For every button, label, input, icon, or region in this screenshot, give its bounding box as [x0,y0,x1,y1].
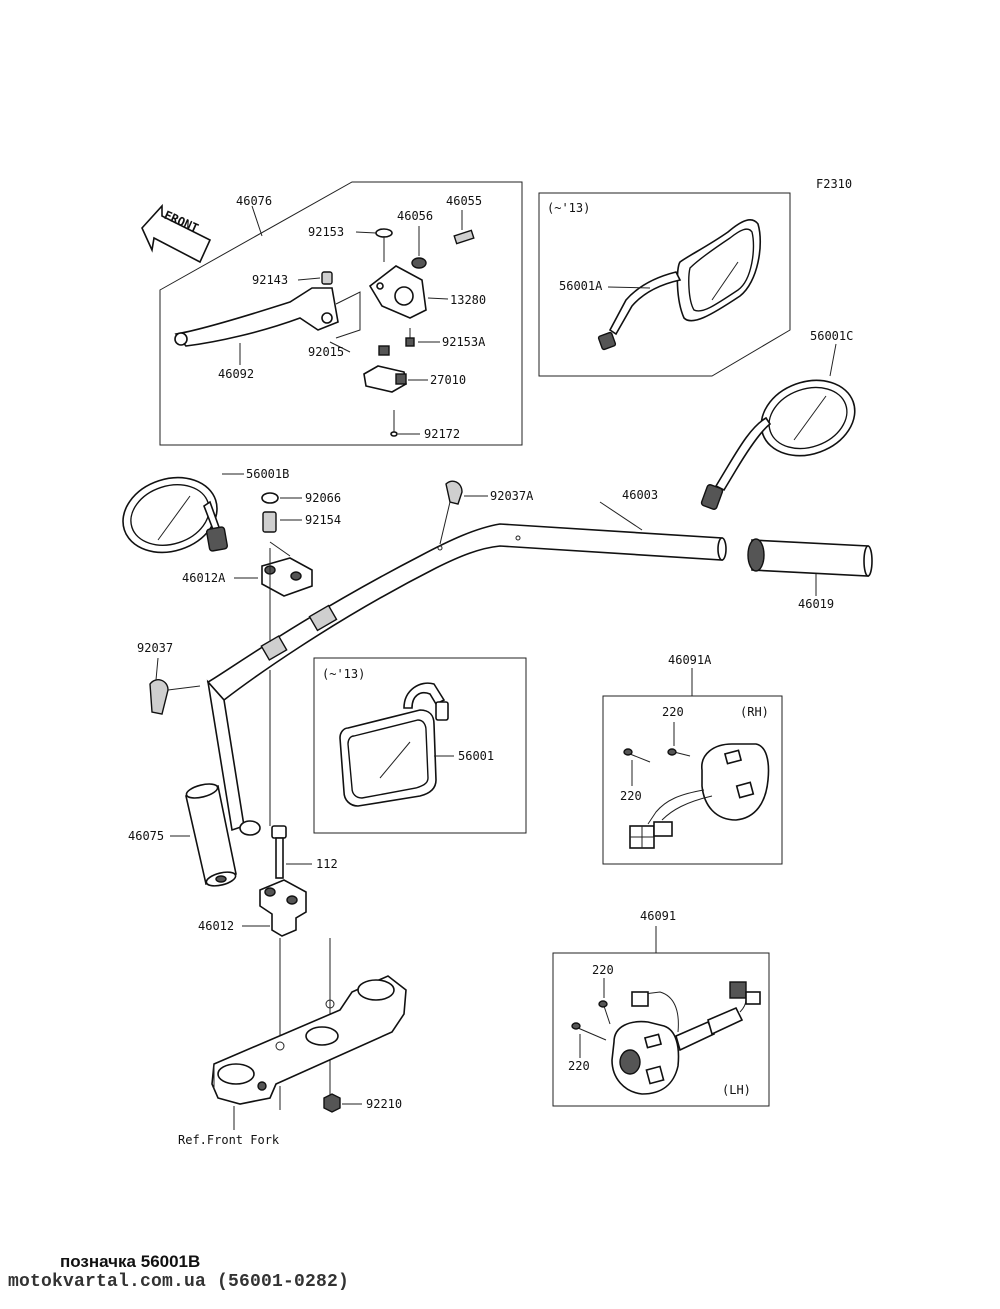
label-220-lh-side: 220 [568,1059,590,1073]
triple-clamp [211,975,407,1105]
label-92037A: 92037A [490,489,534,503]
clutch-lever [174,287,339,347]
label-92210: 92210 [366,1097,402,1111]
mirror-56001 [339,682,449,807]
adjuster-46055 [453,210,475,245]
clutch-assembly-box [159,181,523,446]
switch-lh-box [552,952,770,1107]
label-56001: 56001 [458,749,494,763]
label-56001A: 56001A [559,279,603,293]
label-46056: 46056 [397,209,433,223]
label-92154: 92154 [305,513,341,527]
label-46019: 46019 [798,597,834,611]
label-112: 112 [316,857,338,871]
switch-27010 [363,365,407,393]
label-92143: 92143 [252,273,288,287]
label-46092: 46092 [218,367,254,381]
screw-92153A [405,328,415,347]
front-arrow-icon: FRONT [141,203,212,264]
label-46012A: 46012A [182,571,226,585]
holder-46012A [261,557,313,597]
washer-46056 [411,257,427,269]
ref-front-fork: Ref.Front Fork [178,1133,280,1147]
label-92172: 92172 [424,427,460,441]
caption: позначка 56001B [60,1252,201,1271]
mirror-56001B [122,476,228,554]
screw-92172 [390,410,398,437]
clamp-92037A [439,480,463,545]
holder-46012 [259,879,307,937]
cap-92066 [261,492,279,504]
label-92015: 92015 [308,345,344,359]
label-46076: 46076 [236,194,272,208]
label-46091: 46091 [640,909,676,923]
label-27010: 27010 [430,373,466,387]
collar-92143 [321,271,333,285]
screw-220-rh-1 [667,748,691,757]
mirror-56001-box [313,657,527,834]
label-92153A: 92153A [442,335,486,349]
mirror-56001A-note: (~'13) [547,201,590,215]
handlebar-46003 [206,523,727,836]
bolt-92154 [262,511,277,533]
switch-46091A [629,743,770,849]
label-46055: 46055 [446,194,482,208]
lever-holder-13280 [368,265,427,319]
nut-92210 [323,1093,341,1113]
bolt-92153 [375,228,393,262]
label-92037: 92037 [137,641,173,655]
label-220-rh-side: 220 [620,789,642,803]
label-220-rh-top: 220 [662,705,684,719]
switch-rh-note: (RH) [740,705,769,719]
label-46091A: 46091A [668,653,712,667]
screw-220-lh-2 [571,1022,607,1041]
mirror-56001A-box [538,192,791,377]
mirror-56001-note: (~'13) [322,667,365,681]
nut-92015 [378,345,390,356]
label-56001B: 56001B [246,467,289,481]
label-13280: 13280 [450,293,486,307]
label-92066: 92066 [305,491,341,505]
label-46003: 46003 [622,488,658,502]
switch-46091 [611,981,761,1095]
mirror-56001A [597,219,761,351]
source-link[interactable]: motokvartal.com.ua (56001-0282) [8,1272,350,1292]
switch-lh-note: (LH) [722,1083,751,1097]
label-220-lh-top: 220 [592,963,614,977]
grip-46075 [185,783,237,887]
figure-code: F2310 [816,177,852,191]
screw-220-lh-1 [598,1000,611,1025]
grip-46019 [747,538,873,577]
bolt-112 [271,825,287,879]
label-46012: 46012 [198,919,234,933]
mirror-56001C [700,379,856,510]
label-92153: 92153 [308,225,344,239]
label-56001C: 56001C [810,329,853,343]
clamp-92037 [149,679,201,715]
label-46075: 46075 [128,829,164,843]
screw-220-rh-2 [623,748,651,763]
